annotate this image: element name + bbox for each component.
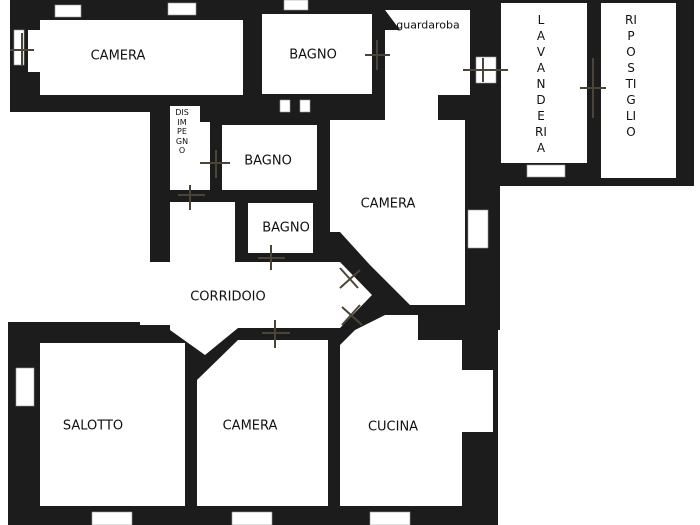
room-label-disimpegno: DISIMPEGNO xyxy=(175,108,189,155)
room-label-corridoio: CORRIDOIO xyxy=(190,289,266,305)
room-label-ripostiglio: RIPOSTIGLIO xyxy=(625,13,637,139)
room-label-guardaroba: guardaroba xyxy=(396,18,460,32)
room-label-lavanderia: LAVANDERIA xyxy=(535,13,547,155)
room-label-bagno-mid: BAGNO xyxy=(244,153,292,169)
room-label-bagno-top: BAGNO xyxy=(289,47,337,63)
room-label-camera-top: CAMERA xyxy=(90,48,146,64)
room-label-camera-right: CAMERA xyxy=(360,196,416,212)
room-label-salotto: SALOTTO xyxy=(62,418,124,434)
room-label-camera-bottom: CAMERA xyxy=(222,418,278,434)
door-marks xyxy=(10,33,606,348)
windows xyxy=(13,0,566,525)
room-interiors xyxy=(28,3,676,506)
room-label-cucina: CUCINA xyxy=(367,419,419,435)
room-label-bagno-small: BAGNO xyxy=(262,220,310,236)
